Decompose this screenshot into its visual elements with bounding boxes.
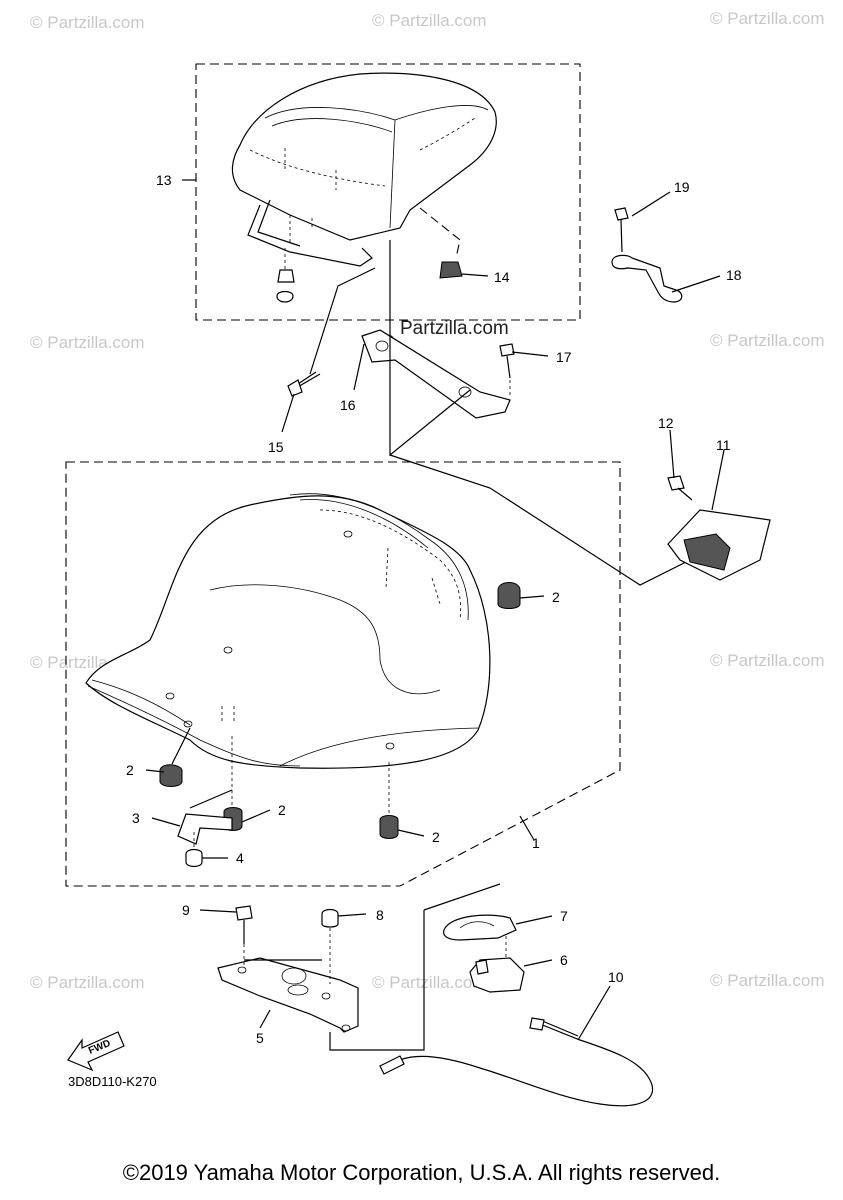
lock-plate [217, 905, 359, 1033]
callout-2: 2 [432, 829, 440, 845]
callout-2: 2 [126, 762, 134, 778]
pillion-seat-group-box [195, 63, 581, 321]
callout-9: 9 [182, 902, 190, 918]
watermark: © Partzilla.com [710, 971, 825, 990]
fwd-arrow-icon: FWD [67, 1031, 125, 1072]
callout-7: 7 [560, 908, 568, 924]
bolt-17 [499, 343, 515, 398]
brand-label: Partzilla.com [400, 318, 509, 339]
watermark: © Partzilla.com [30, 973, 145, 992]
callout-12: 12 [658, 415, 674, 431]
callout-13: 13 [156, 172, 172, 188]
watermark: © Partzilla.com [30, 333, 145, 352]
watermark: © Partzilla.com [372, 973, 487, 992]
callout-11: 11 [716, 437, 731, 453]
nut-pillion [276, 248, 295, 303]
callout-19: 19 [674, 179, 690, 195]
seat-lock-cable [379, 1017, 654, 1107]
callout-18: 18 [726, 267, 742, 283]
main-seat [85, 493, 491, 769]
leader-line [389, 454, 691, 586]
rear-bracket [667, 475, 771, 581]
callout-16: 16 [340, 397, 356, 413]
seat-hook-bracket [177, 789, 233, 868]
callout-5: 5 [256, 1030, 264, 1046]
callouts: 13 14 19 18 17 16 15 12 11 2 2 2 2 1 3 4… [126, 172, 742, 1046]
watermark: © Partzilla.com [710, 651, 825, 670]
strap-bracket [611, 207, 683, 303]
main-seat-group-box [65, 461, 621, 887]
diagram-code: 3D8D110-K270 [68, 1074, 157, 1089]
callout-3: 3 [132, 810, 140, 826]
bolt-15 [287, 267, 376, 397]
callout-4: 4 [236, 850, 244, 866]
pillion-seat [231, 72, 497, 267]
callout-10: 10 [608, 969, 624, 985]
seat-lock [329, 883, 525, 1051]
seat-bracket [361, 329, 511, 419]
leader-lines [145, 179, 725, 1041]
watermark: © Partzilla.com [710, 331, 825, 350]
callout-15: 15 [268, 439, 284, 455]
rubber-damper-14 [419, 207, 463, 279]
callout-17: 17 [556, 349, 572, 365]
callout-14: 14 [494, 269, 510, 285]
callout-6: 6 [560, 952, 568, 968]
watermark: © Partzilla.com [372, 11, 487, 30]
watermark: © Partzilla.com [710, 9, 825, 28]
callout-8: 8 [376, 907, 384, 923]
watermark: © Partzilla.com [30, 13, 145, 32]
copyright-notice: ©2019 Yamaha Motor Corporation, U.S.A. A… [122, 1160, 721, 1185]
callout-1: 1 [532, 835, 540, 851]
callout-2: 2 [278, 802, 286, 818]
callout-2: 2 [552, 589, 560, 605]
